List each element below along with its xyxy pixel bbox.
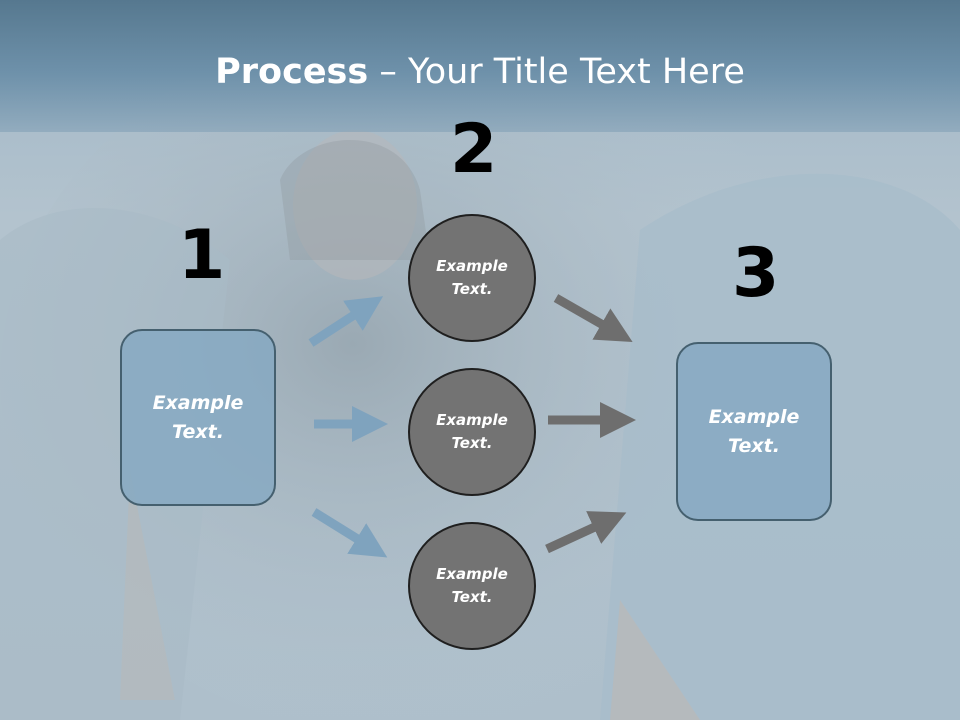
slide-title: Process – Your Title Text Here — [0, 52, 960, 92]
step-2-circle-top: Example Text. — [408, 214, 536, 342]
step-2-circle-middle: Example Text. — [408, 368, 536, 496]
step-number-3: 3 — [732, 234, 780, 313]
step-2-text-top: Example Text. — [436, 256, 508, 298]
step-number-2: 2 — [450, 110, 498, 189]
step-1-text: Example Text. — [152, 392, 244, 443]
step-2-circle-bottom: Example Text. — [408, 522, 536, 650]
title-band — [0, 0, 960, 132]
title-bold: Process — [215, 52, 369, 92]
step-1-box: Example Text. — [120, 329, 276, 506]
step-2-text-middle: Example Text. — [436, 410, 508, 452]
title-rest: – Your Title Text Here — [368, 52, 745, 92]
step-3-box: Example Text. — [676, 342, 832, 521]
step-2-text-bottom: Example Text. — [436, 564, 508, 606]
step-3-text: Example Text. — [708, 406, 800, 457]
arrow-1-to-bottom — [311, 508, 388, 558]
arrow-1-to-top — [308, 296, 384, 347]
arrow-top-to-3 — [553, 294, 633, 342]
arrow-bottom-to-3 — [545, 511, 627, 554]
step-number-1: 1 — [178, 216, 226, 295]
